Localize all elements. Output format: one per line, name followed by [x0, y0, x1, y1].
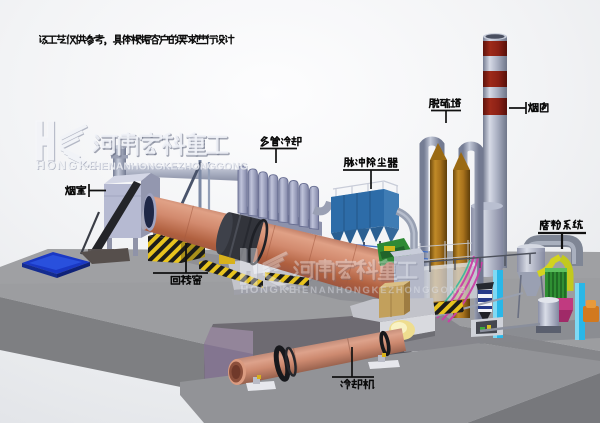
svg-text:HONGKE: HONGKE: [36, 159, 98, 173]
svg-text:HENANHONGKEZHONGGONG: HENANHONGKEZHONGGONG: [94, 162, 248, 173]
svg-text:HONGKE: HONGKE: [37, 159, 99, 173]
svg-text:HENANHONGKEZHONGGONG: HENANHONGKEZHONGGONG: [293, 285, 467, 296]
svg-text:HONGKE: HONGKE: [241, 285, 298, 297]
svg-text:HENANHONGKEZHONGGONG: HENANHONGKEZHONGGONG: [294, 286, 468, 297]
svg-text:HONGKE: HONGKE: [240, 284, 297, 296]
svg-text:HENANHONGKEZHONGGONG: HENANHONGKEZHONGGONG: [94, 162, 248, 173]
